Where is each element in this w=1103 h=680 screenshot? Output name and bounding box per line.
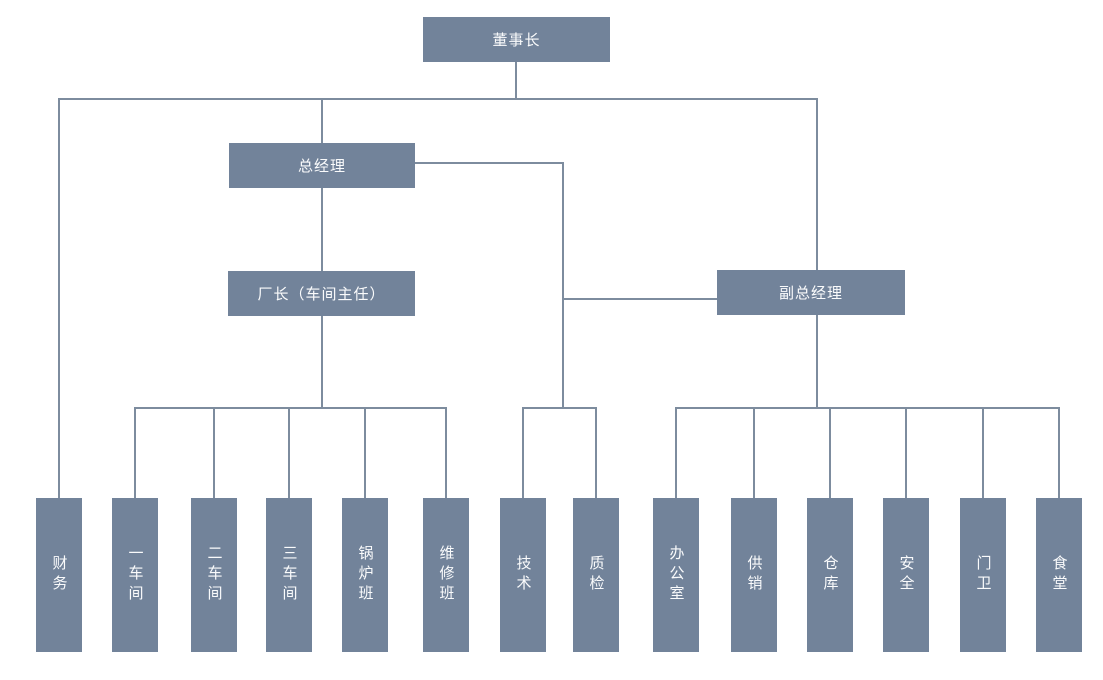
node-dept-quality[interactable]: 质检: [573, 498, 619, 652]
connector-drop-qc: [595, 407, 597, 498]
connector-drop-warehouse: [829, 407, 831, 498]
node-dept-boiler-team[interactable]: 锅炉班: [342, 498, 388, 652]
connector-gm-drop: [321, 98, 323, 143]
connector-mid-bus: [522, 407, 597, 409]
connector-drop-workshop2: [213, 407, 215, 498]
node-dept-canteen[interactable]: 食堂: [1036, 498, 1082, 652]
node-chairman[interactable]: 董事长: [423, 17, 610, 62]
node-dept-safety[interactable]: 安全: [883, 498, 929, 652]
connector-top-bus: [58, 98, 818, 100]
connector-left-bus: [134, 407, 447, 409]
connector-gm-side-branch: [415, 162, 564, 164]
connector-drop-safety: [905, 407, 907, 498]
connector-drop-canteen: [1058, 407, 1060, 498]
connector-drop-guard: [982, 407, 984, 498]
connector-drop-boiler: [364, 407, 366, 498]
connector-side-trunk: [562, 162, 564, 409]
node-dept-supply[interactable]: 供销: [731, 498, 777, 652]
connector-drop-office: [675, 407, 677, 498]
connector-drop-workshop3: [288, 407, 290, 498]
node-dept-maintenance[interactable]: 维修班: [423, 498, 469, 652]
connector-dgm-feed: [816, 315, 818, 409]
connector-dgm-drop: [816, 98, 818, 270]
connector-factory-feed: [321, 316, 323, 409]
connector-gm-factory: [321, 188, 323, 271]
node-dept-workshop-2[interactable]: 二车间: [191, 498, 237, 652]
connector-drop-workshop1: [134, 407, 136, 498]
connector-drop-supply: [753, 407, 755, 498]
connector-drop-tech: [522, 407, 524, 498]
connector-right-bus: [675, 407, 1060, 409]
node-general-manager[interactable]: 总经理: [229, 143, 415, 188]
node-dept-workshop-3[interactable]: 三车间: [266, 498, 312, 652]
node-deputy-general-manager[interactable]: 副总经理: [717, 270, 905, 315]
node-dept-technology[interactable]: 技术: [500, 498, 546, 652]
connector-side-to-dgm: [562, 298, 717, 300]
node-dept-gatekeeper[interactable]: 门卫: [960, 498, 1006, 652]
node-dept-office[interactable]: 办公室: [653, 498, 699, 652]
connector-drop-maintenance: [445, 407, 447, 498]
node-factory-director[interactable]: 厂长（车间主任）: [228, 271, 415, 316]
node-dept-workshop-1[interactable]: 一车间: [112, 498, 158, 652]
connector-chairman-trunk: [515, 62, 517, 99]
node-dept-finance[interactable]: 财务: [36, 498, 82, 652]
connector-finance-drop: [58, 98, 60, 498]
node-dept-warehouse[interactable]: 仓库: [807, 498, 853, 652]
